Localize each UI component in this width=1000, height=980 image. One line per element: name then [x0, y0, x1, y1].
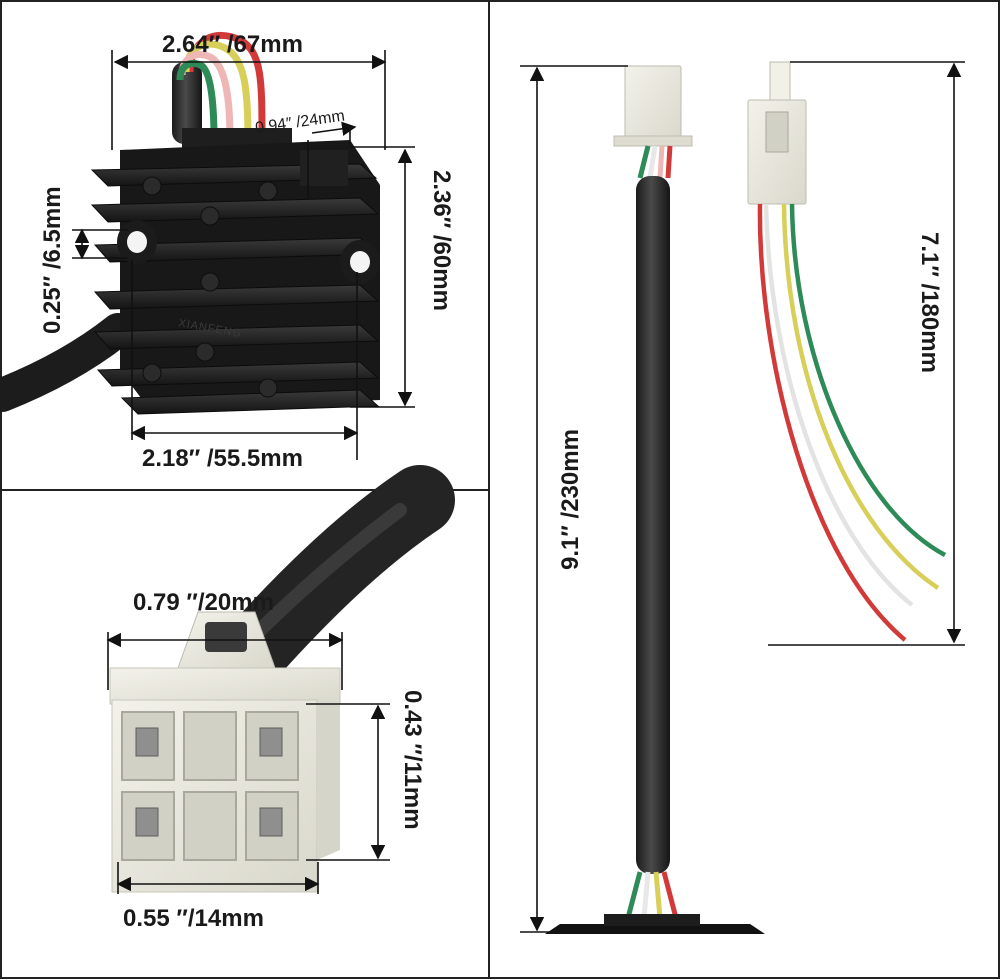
long-harness-illustration: [545, 65, 765, 934]
regulator-plug-label: 0.94″ /24mm: [254, 108, 346, 137]
regulator-height-label: 2.36″ /60mm: [428, 170, 455, 311]
short-lead-illustration: [747, 61, 947, 642]
regulator-dimension-lines: [72, 50, 415, 460]
connector-inner-width-label: 0.55 ″/14mm: [123, 905, 264, 932]
regulator-hole-label: 0.25″ /6.5mm: [39, 186, 66, 334]
harness-total-length-label: 9.1″ /230mm: [557, 429, 584, 570]
regulator-width-label: 2.64″ /67mm: [162, 31, 303, 58]
harness-dimension-lines: [520, 61, 965, 933]
regulator-hole-spacing-label: 2.18″ /55.5mm: [142, 445, 303, 472]
connector-width-label: 0.79 ″/20mm: [133, 589, 274, 616]
harness-lead-length-label: 7.1″ /180mm: [916, 232, 943, 373]
regulator-illustration: [0, 32, 380, 415]
connector-illustration: [109, 465, 455, 893]
connector-dimension-lines: [106, 632, 390, 894]
panel-harness-frame: [488, 0, 1000, 979]
connector-height-label: 0.43 ″/11mm: [399, 690, 426, 830]
